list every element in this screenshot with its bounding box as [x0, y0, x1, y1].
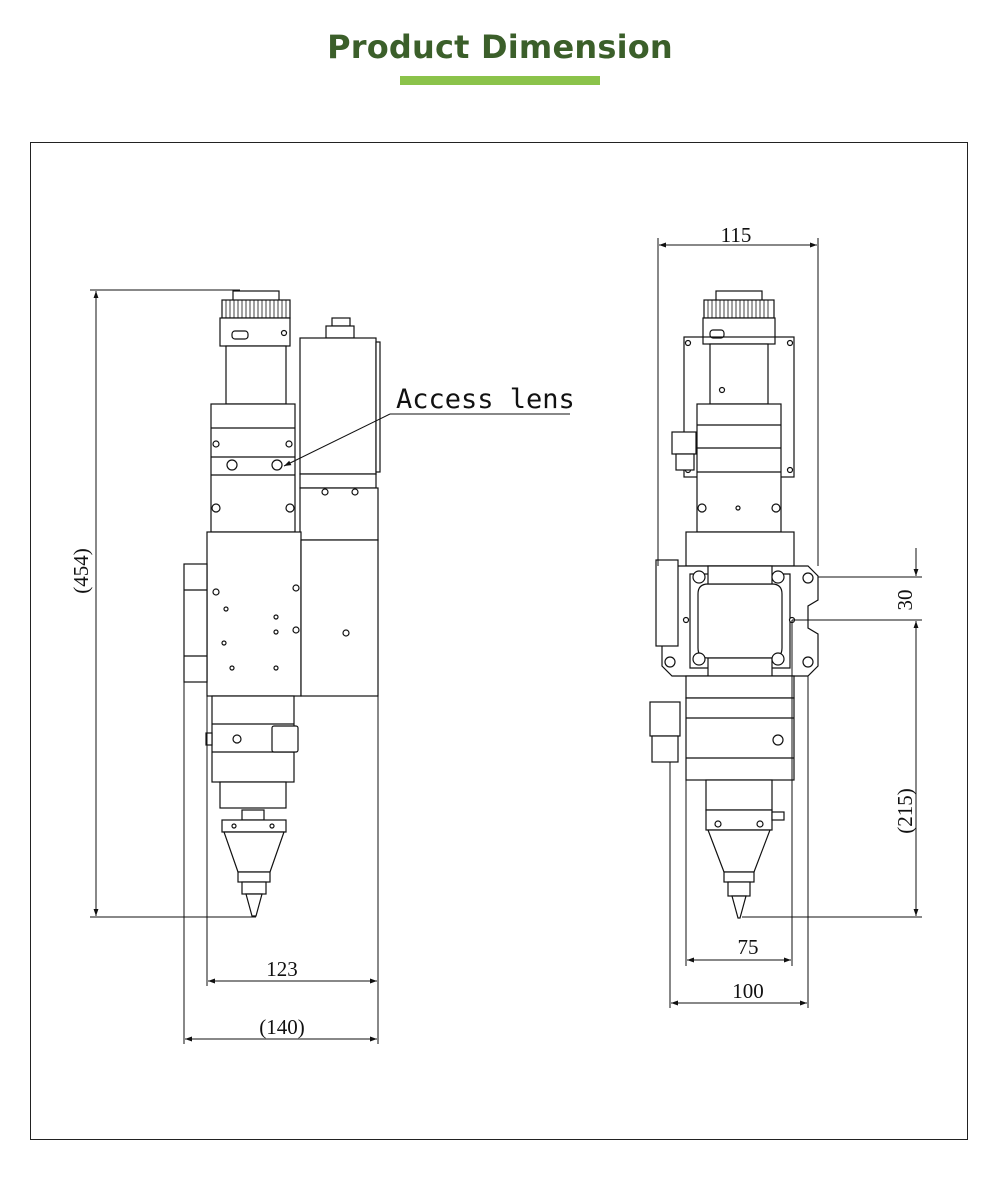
dim-front-outer-width: 100 [732, 979, 764, 1003]
front-mounting-plate [655, 559, 819, 677]
dim-side-overall-width: (140) [259, 1015, 305, 1039]
dim-side-body-width: 123 [266, 957, 298, 981]
side-view [183, 290, 381, 917]
side-main-block [183, 531, 379, 697]
page-title: Product Dimension [327, 28, 673, 66]
side-lower-body [205, 695, 299, 809]
title-underline [400, 76, 600, 85]
dim-front-top-width: 115 [721, 223, 752, 247]
access-lens-label: Access lens [396, 384, 575, 415]
dimension-lines [90, 238, 922, 1044]
dim-front-lower-height: (215) [893, 788, 917, 834]
front-lower-body [649, 675, 795, 811]
dim-side-height: (454) [69, 548, 93, 594]
dim-front-offset: 30 [893, 590, 917, 611]
front-nozzle [705, 809, 785, 919]
drawing-frame [30, 142, 968, 1140]
side-top-cap [219, 290, 291, 405]
side-upper-housing [210, 403, 296, 533]
front-upper-housing [685, 386, 795, 567]
dim-front-inner-width: 75 [738, 935, 759, 959]
side-lens-drawer [299, 317, 381, 541]
side-nozzle [221, 809, 287, 917]
front-view [649, 290, 819, 919]
front-top-cap [702, 290, 776, 405]
